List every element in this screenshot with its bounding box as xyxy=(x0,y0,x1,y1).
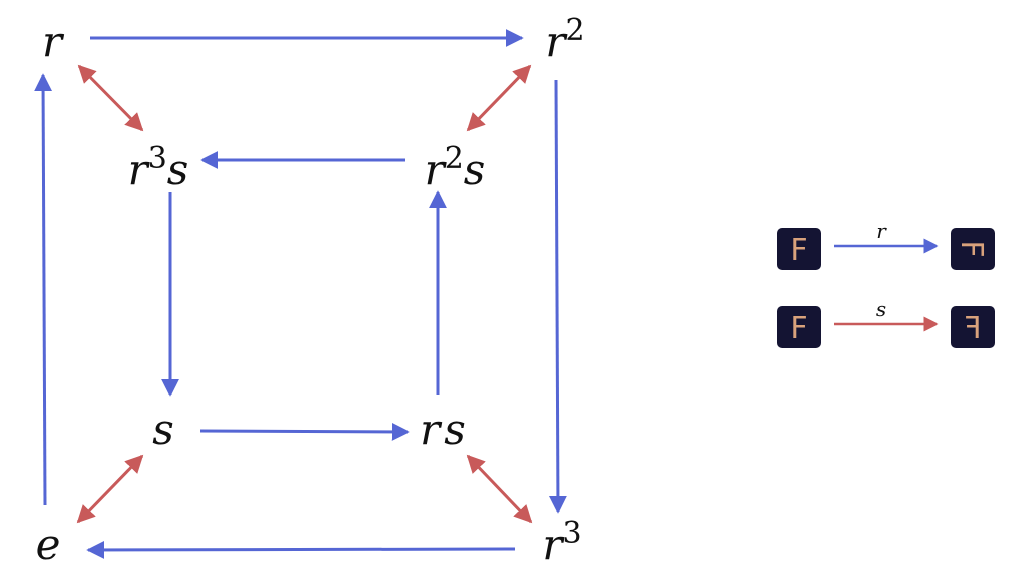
node-r2: r2 xyxy=(545,13,584,66)
node-base: r xyxy=(128,145,151,194)
node-exponent: 3 xyxy=(562,516,581,551)
node-base: r xyxy=(42,17,65,66)
node-exponent: 2 xyxy=(565,13,584,48)
legend-tile-result xyxy=(951,306,995,348)
edge-s-e xyxy=(76,454,144,524)
node-base: r xyxy=(545,17,568,66)
legend-tile-source-letter: F xyxy=(790,233,807,268)
node-e: e xyxy=(36,520,61,569)
legend-label-r: r xyxy=(876,219,887,243)
node-tail: s xyxy=(444,405,466,454)
edge-s-rs xyxy=(199,422,410,441)
legend-tile-source-letter: F xyxy=(790,311,807,346)
edge-r3-e xyxy=(86,540,516,559)
legend-tile-result-letter: F xyxy=(954,240,989,257)
node-r2s: r2s xyxy=(425,141,486,194)
legend-tile-source xyxy=(777,306,821,348)
legend-tile-source xyxy=(777,228,821,270)
node-exponent: 2 xyxy=(445,141,464,176)
legend-tile-result-letter: F xyxy=(964,311,981,346)
edge-layer xyxy=(34,29,567,559)
node-r: r xyxy=(42,17,65,66)
edge-r2-r2s xyxy=(466,64,532,132)
node-rs: rs xyxy=(420,405,466,454)
node-tail: s xyxy=(167,145,189,194)
node-exponent: 3 xyxy=(148,141,167,176)
edge-e-r xyxy=(34,73,53,506)
node-s: s xyxy=(152,405,174,454)
node-base: r xyxy=(420,405,443,454)
node-r3s: r3s xyxy=(128,141,189,194)
node-base: e xyxy=(36,520,61,569)
edge-r-r3s xyxy=(77,64,144,132)
edge-rs-r3 xyxy=(466,454,533,524)
legend-tile-result xyxy=(951,228,995,270)
node-tail: s xyxy=(464,145,486,194)
edge-r2-r3 xyxy=(548,79,567,514)
node-base: r xyxy=(542,520,565,569)
node-r3: r3 xyxy=(542,516,581,569)
legend-label-s: s xyxy=(876,297,886,321)
node-base: s xyxy=(152,405,174,454)
node-base: r xyxy=(425,145,448,194)
